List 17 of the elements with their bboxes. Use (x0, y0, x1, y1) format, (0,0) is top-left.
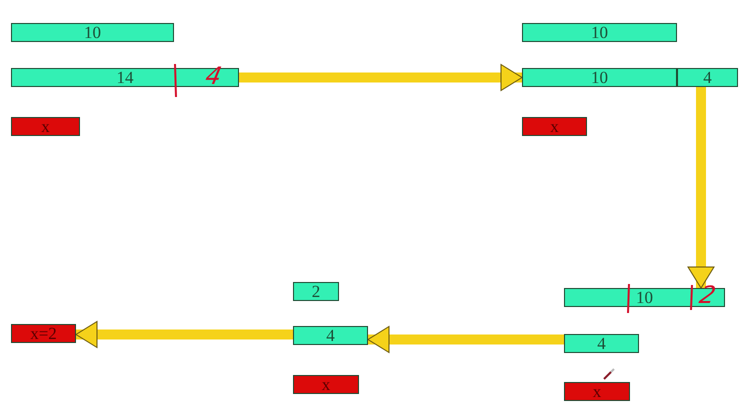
quantity-bar: 2 (293, 282, 339, 301)
quantity-bar: 4 (293, 326, 368, 345)
unknown-bar: x (11, 117, 80, 136)
block-arrow (688, 87, 714, 288)
block-arrow (239, 64, 522, 91)
unknown-bar: x (564, 382, 630, 401)
quantity-bar: 10 (522, 68, 677, 87)
unknown-bar: x (293, 375, 359, 394)
unknown-bar: x=2 (11, 324, 76, 343)
quantity-bar: 10 (522, 23, 677, 42)
quantity-bar: 4 (564, 334, 639, 353)
handwritten-number: 2 (697, 283, 718, 307)
block-arrow (76, 321, 293, 348)
unknown-bar: x (522, 117, 587, 136)
block-arrow (368, 326, 564, 353)
quantity-bar: 4 (677, 68, 738, 87)
quantity-bar: 10 (11, 23, 174, 42)
